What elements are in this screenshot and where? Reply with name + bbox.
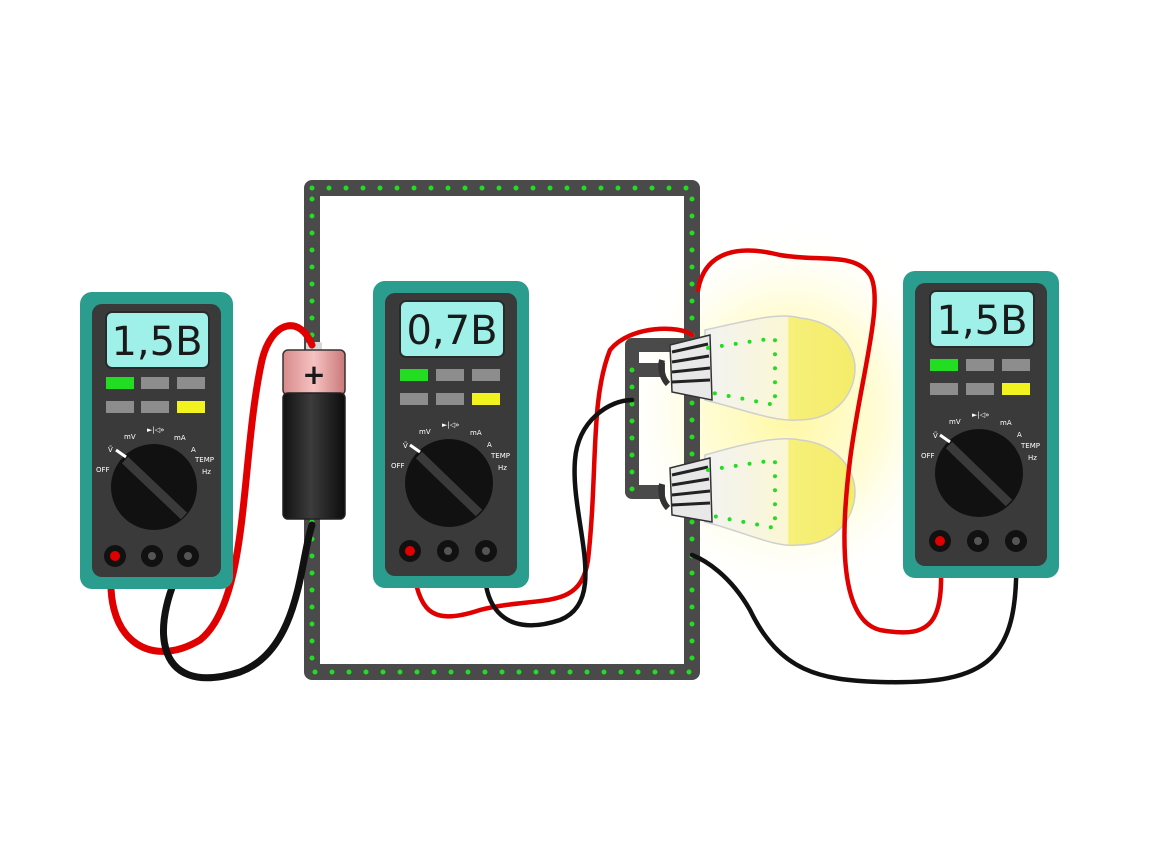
dial-label-ma: mA (174, 434, 186, 442)
dial-label-diode: ►|◁» (442, 421, 459, 429)
dial-label-off: OFF (921, 452, 935, 460)
dial-label-ma: mA (1000, 419, 1012, 427)
multimeter-left: 1,5В OFF Ṽ mV ►|◁» mA A TEMP Hz (80, 292, 233, 589)
bulb-top (658, 315, 856, 421)
probe-wires (107, 248, 1019, 685)
dial-label-vac: Ṽ (108, 445, 113, 454)
right-red-wire (695, 248, 944, 635)
meter-reading-middle: 0,7В (406, 308, 497, 354)
dial-label-temp: TEMP (194, 456, 214, 464)
dial-label-diode: ►|◁» (147, 426, 164, 434)
left-black-wire (160, 521, 316, 682)
dial-label-hz: Hz (1028, 454, 1037, 462)
dial-label-vac: Ṽ (933, 431, 938, 440)
dial-label-vac: Ṽ (403, 441, 408, 450)
dial-label-off: OFF (96, 466, 110, 474)
meter-reading-left: 1,5В (111, 319, 202, 365)
dial-label-off: OFF (391, 462, 405, 470)
multimeter-right: 1,5В OFF Ṽ mV ►|◁» mA A TEMP Hz (903, 271, 1059, 578)
dial-label-diode: ►|◁» (972, 411, 989, 419)
bulb-bottom (658, 438, 856, 547)
battery-plus-label: + (302, 358, 325, 391)
dial-label-temp: TEMP (490, 452, 510, 460)
dial-label-a: A (191, 446, 196, 454)
dial-label-hz: Hz (498, 464, 507, 472)
dial-label-temp: TEMP (1020, 442, 1040, 450)
dial-label-mv: mV (949, 418, 961, 426)
dial-label-mv: mV (124, 433, 136, 441)
right-black-wire (689, 545, 1019, 685)
multimeter-middle: 0,7В OFF Ṽ mV ►|◁» mA A TEMP Hz (373, 281, 529, 588)
dial-label-mv: mV (419, 428, 431, 436)
middle-black-wire (482, 397, 635, 628)
meter-reading-right: 1,5В (936, 298, 1027, 344)
dial-label-a: A (1017, 431, 1022, 439)
battery: + (282, 342, 346, 520)
middle-red-wire (407, 326, 695, 619)
electron-dots (309, 185, 695, 675)
dial-label-ma: mA (470, 429, 482, 437)
dial-label-hz: Hz (202, 468, 211, 476)
left-red-wire (107, 322, 316, 655)
dial-label-a: A (487, 441, 492, 449)
